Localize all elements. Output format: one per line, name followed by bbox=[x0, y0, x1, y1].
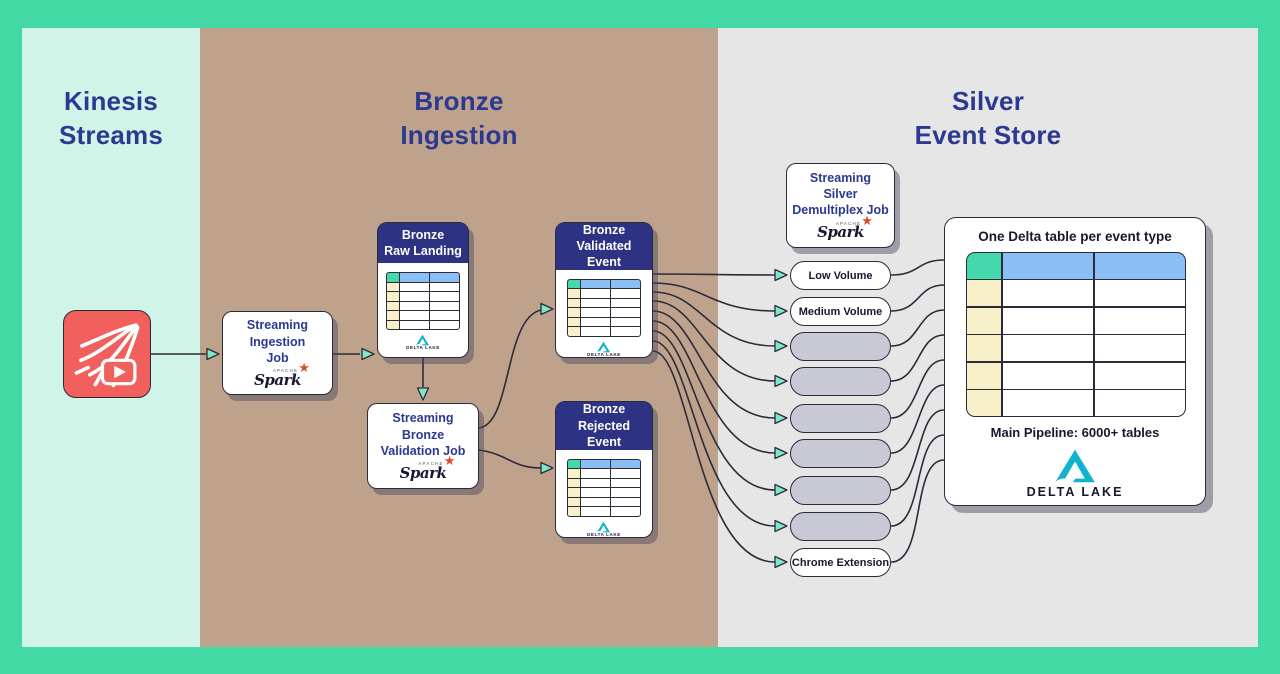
delta-lake-logo: DELTA LAKE bbox=[587, 341, 621, 358]
kinesis-video-streams-icon bbox=[63, 310, 151, 398]
node-bronze-rejected-event: Bronze Rejected Event DELTA LAKE bbox=[555, 401, 653, 538]
section-title-bronze: Bronze Ingestion bbox=[400, 86, 518, 151]
arrowhead-icon bbox=[774, 483, 788, 497]
spark-star-icon: ★ bbox=[861, 212, 873, 228]
delta-table-icon bbox=[567, 458, 641, 517]
node-title: Bronze Raw Landing bbox=[378, 223, 468, 263]
arrowhead-icon bbox=[206, 347, 220, 361]
connector bbox=[890, 434, 945, 527]
pill-chrome-extension: Chrome Extension bbox=[790, 548, 891, 577]
pill-medium-volume: Medium Volume bbox=[790, 297, 891, 326]
connector bbox=[652, 340, 776, 527]
event-store-title: One Delta table per event type bbox=[978, 229, 1172, 244]
connector bbox=[652, 291, 776, 347]
connector bbox=[890, 359, 945, 419]
arrowhead-icon bbox=[416, 387, 430, 401]
connector bbox=[478, 449, 542, 469]
arrowhead-icon bbox=[774, 411, 788, 425]
node-bronze-raw-landing: Bronze Raw Landing DELTA LAKE bbox=[377, 222, 469, 358]
connector bbox=[890, 259, 945, 276]
delta-table-icon bbox=[386, 272, 460, 330]
arrowhead-icon bbox=[540, 302, 554, 316]
node-bronze-validated-event: Bronze Validated Event DELTA LAKE bbox=[555, 222, 653, 358]
arrowhead-icon bbox=[774, 374, 788, 388]
connector bbox=[890, 284, 945, 312]
spark-star-icon: ★ bbox=[443, 453, 456, 469]
connector bbox=[652, 273, 776, 276]
pill-event-type-5 bbox=[790, 476, 891, 505]
delta-lake-logo: DELTA LAKE bbox=[945, 448, 1205, 499]
node-label: Streaming Silver Demultiplex Job bbox=[792, 170, 889, 218]
delta-table-icon bbox=[567, 278, 641, 337]
connector bbox=[890, 459, 945, 563]
delta-lake-logo: DELTA LAKE bbox=[587, 521, 621, 538]
node-label: Streaming Ingestion Job bbox=[246, 318, 309, 365]
spark-apache-text: APACHE bbox=[418, 461, 444, 467]
connector bbox=[890, 384, 945, 454]
arrowhead-icon bbox=[774, 446, 788, 460]
delta-lake-triangle-icon bbox=[1054, 449, 1095, 484]
spark-apache-text: APACHE bbox=[272, 368, 299, 374]
delta-lake-triangle-icon bbox=[597, 341, 611, 353]
node-title: Bronze Rejected Event bbox=[556, 402, 652, 450]
arrowhead-icon bbox=[774, 555, 788, 569]
section-title-silver: Silver Event Store bbox=[914, 86, 1062, 151]
connector bbox=[652, 330, 776, 491]
event-store-panel: One Delta table per event type Main Pipe… bbox=[944, 217, 1206, 506]
arrowhead-icon bbox=[774, 339, 788, 353]
arrowhead-icon bbox=[774, 268, 788, 282]
event-store-caption: Main Pipeline: 6000+ tables bbox=[990, 425, 1160, 440]
pill-event-type-2 bbox=[790, 367, 891, 396]
pill-low-volume: Low Volume bbox=[790, 261, 891, 290]
spark-apache-text: APACHE bbox=[835, 220, 862, 226]
pill-event-type-6 bbox=[790, 512, 891, 541]
node-title: Bronze Validated Event bbox=[556, 223, 652, 270]
section-title-kinesis: Kinesis Streams bbox=[58, 86, 164, 151]
delta-lake-triangle-icon bbox=[597, 521, 611, 533]
pill-event-type-4 bbox=[790, 439, 891, 468]
arrowhead-icon bbox=[540, 461, 554, 475]
connector bbox=[478, 309, 542, 429]
connector bbox=[652, 300, 776, 382]
delta-lake-logo: DELTA LAKE bbox=[406, 334, 440, 351]
arrowhead-icon bbox=[774, 519, 788, 533]
delta-lake-triangle-icon bbox=[416, 334, 430, 346]
node-label: Streaming Bronze Validation Job bbox=[380, 411, 466, 458]
connector bbox=[890, 309, 945, 347]
connector bbox=[652, 310, 776, 419]
pill-event-type-1 bbox=[790, 332, 891, 361]
arrowhead-icon bbox=[361, 347, 375, 361]
pill-event-type-3 bbox=[790, 404, 891, 433]
connector bbox=[890, 409, 945, 491]
delta-table-large bbox=[966, 252, 1186, 417]
arrowhead-icon bbox=[774, 304, 788, 318]
connector bbox=[652, 282, 776, 312]
spark-star-icon: ★ bbox=[298, 360, 310, 376]
connector bbox=[890, 334, 945, 382]
connector bbox=[652, 350, 776, 563]
connector bbox=[652, 320, 776, 454]
kinesis-streams-glyph bbox=[74, 323, 140, 388]
